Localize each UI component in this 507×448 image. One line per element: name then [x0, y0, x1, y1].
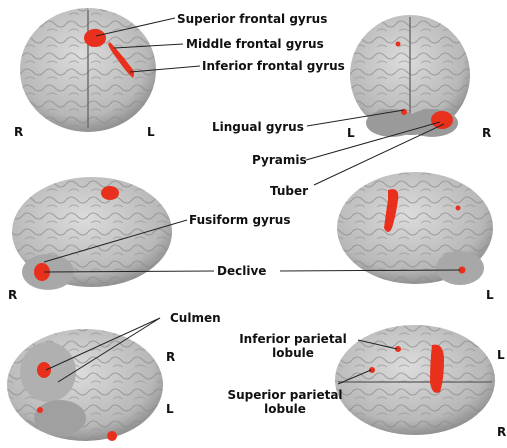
brain-view-left-lateral	[337, 172, 493, 285]
activation-culmen	[37, 362, 51, 378]
label-inferior-parietal-lobule: Inferior parietal lobule	[226, 332, 360, 360]
label-inferior-parietal-line2: lobule	[226, 346, 360, 360]
label-superior-frontal-gyrus: Superior frontal gyrus	[177, 12, 327, 26]
label-fusiform-gyrus: Fusiform gyrus	[189, 213, 290, 227]
orientation-r: R	[14, 125, 23, 139]
orientation-r: R	[8, 288, 17, 302]
label-declive: Declive	[217, 264, 266, 278]
label-tuber: Tuber	[270, 184, 308, 198]
label-culmen: Culmen	[170, 311, 221, 325]
brain-view-posterior	[350, 15, 470, 137]
orientation-l: L	[147, 125, 155, 139]
activation-spot	[107, 431, 117, 441]
orientation-r: R	[482, 126, 491, 140]
activation-parietal-right	[101, 186, 119, 200]
label-superior-parietal-lobule: Superior parietal lobule	[220, 388, 350, 416]
activation-spot	[456, 206, 461, 211]
brain-view-right-lateral	[12, 177, 172, 290]
label-lingual-gyrus: Lingual gyrus	[212, 120, 304, 134]
orientation-l: L	[347, 126, 355, 140]
activation-spot	[37, 407, 43, 413]
label-superior-parietal-line1: Superior parietal	[220, 388, 350, 402]
orientation-r: R	[166, 350, 175, 364]
activation-pyramis-tuber	[431, 111, 453, 129]
label-middle-frontal-gyrus: Middle frontal gyrus	[186, 37, 324, 51]
orientation-r: R	[497, 425, 506, 439]
label-pyramis: Pyramis	[252, 153, 307, 167]
label-inferior-parietal-line1: Inferior parietal	[226, 332, 360, 346]
activation-superior-frontal	[84, 29, 106, 47]
label-inferior-frontal-gyrus: Inferior frontal gyrus	[202, 59, 345, 73]
activation-spot	[396, 42, 401, 47]
brain-view-inferior	[7, 329, 163, 441]
label-superior-parietal-line2: lobule	[220, 402, 350, 416]
orientation-l: L	[166, 402, 174, 416]
orientation-l: L	[486, 288, 494, 302]
orientation-l: L	[497, 348, 505, 362]
